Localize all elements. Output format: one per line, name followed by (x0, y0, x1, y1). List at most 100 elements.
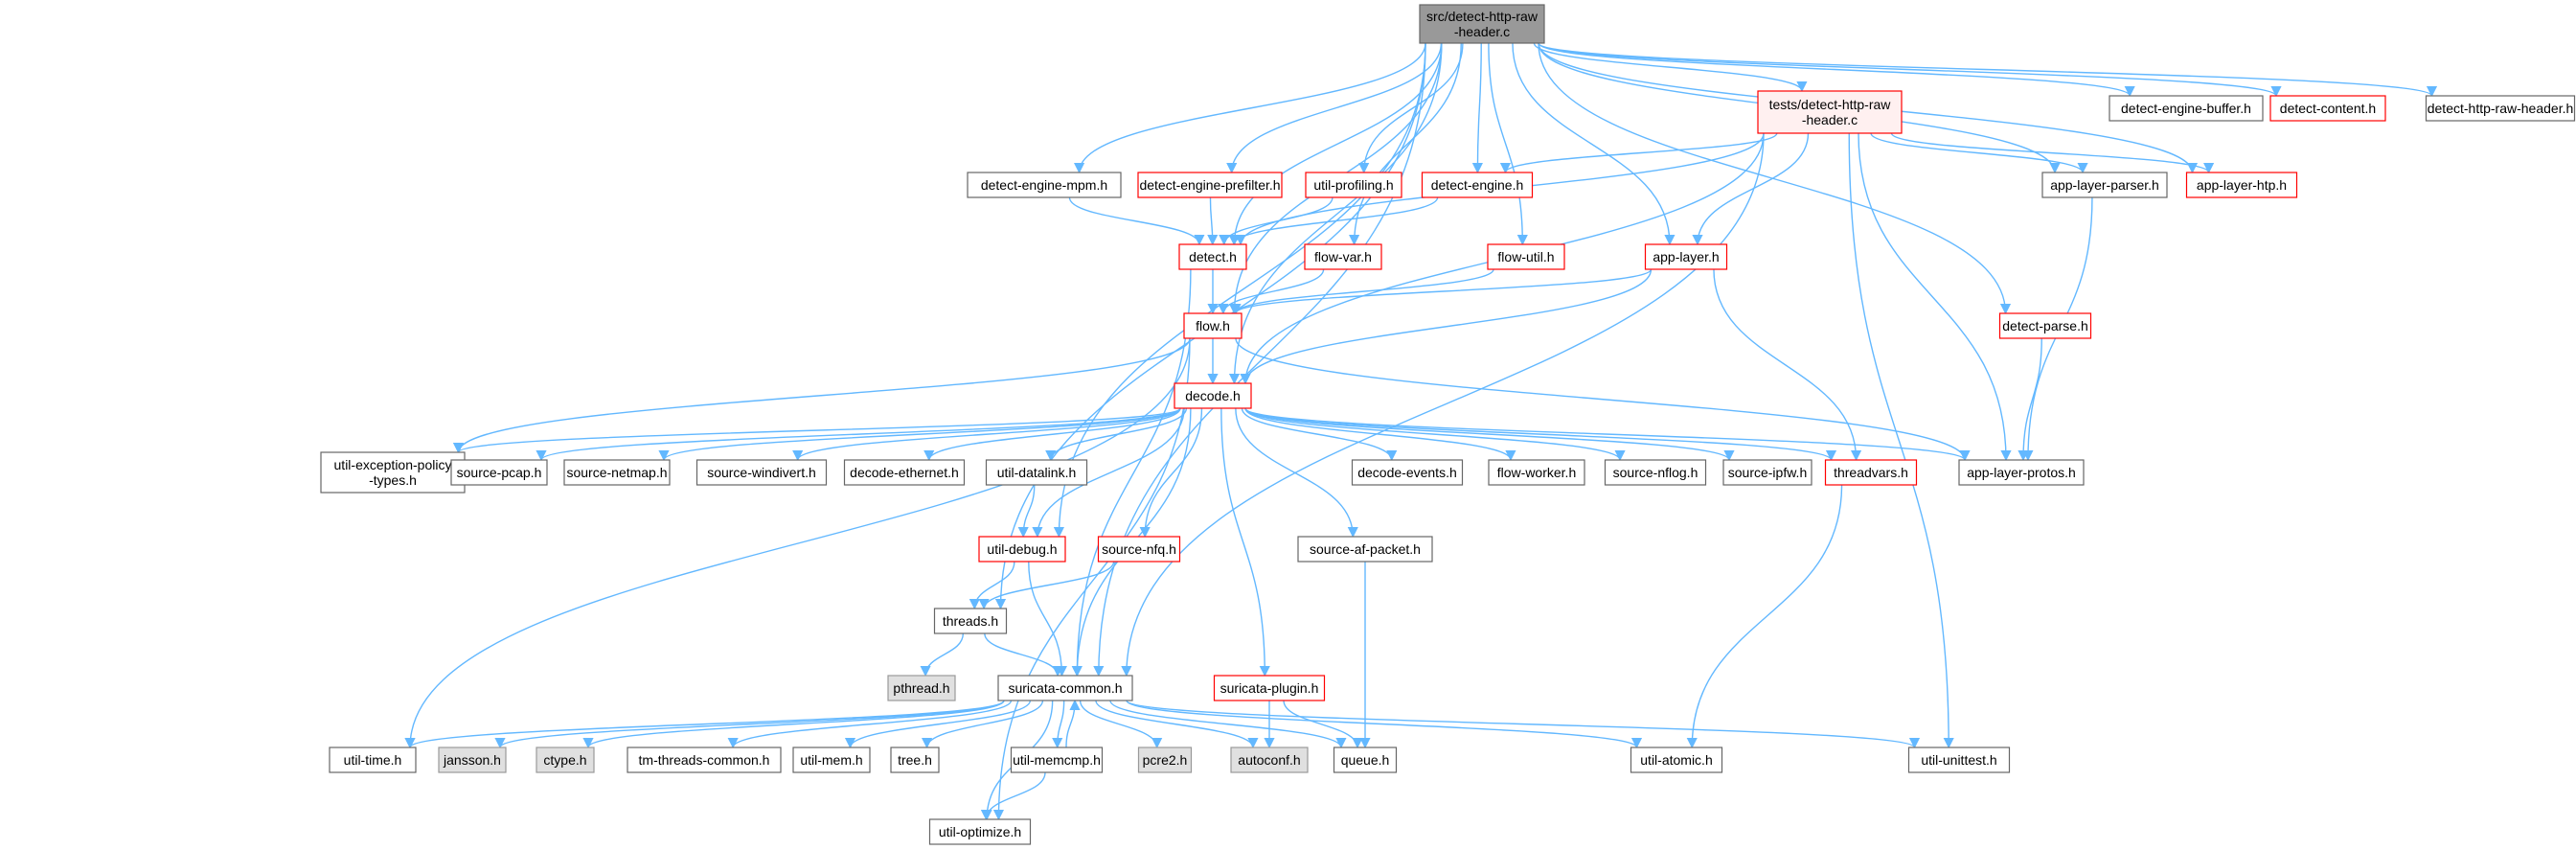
node-detect[interactable]: detect.h (1178, 243, 1247, 270)
node-box (887, 675, 956, 701)
edge-layer (404, 42, 2437, 821)
node-queue[interactable]: queue.h (1333, 747, 1398, 773)
node-tvars[interactable]: threadvars.h (1824, 459, 1918, 486)
node-ctype[interactable]: ctype.h (536, 747, 595, 773)
edge-udebug-to-threads (969, 561, 1015, 610)
node-umemcmp[interactable]: util-memcmp.h (1010, 747, 1104, 773)
node-box (1304, 243, 1382, 270)
node-fworker[interactable]: flow-worker.h (1488, 459, 1585, 486)
node-spcap[interactable]: source-pcap.h (450, 459, 548, 486)
node-label: detect-content.h (2280, 101, 2376, 116)
node-deng[interactable]: detect-engine.h (1421, 172, 1534, 198)
node-flowutil[interactable]: flow-util.h (1487, 243, 1565, 270)
node-box (627, 747, 782, 773)
node-safp[interactable]: source-af-packet.h (1297, 536, 1433, 563)
node-box (997, 675, 1133, 701)
node-deb[interactable]: detect-engine-buffer.h (2109, 95, 2264, 122)
node-box (1644, 243, 1728, 270)
node-dcont[interactable]: detect-content.h (2269, 95, 2386, 122)
node-label: util-time.h (344, 752, 402, 768)
node-jansson[interactable]: jansson.h (438, 747, 507, 773)
node-box (1010, 747, 1104, 773)
node-alprotos[interactable]: app-layer-protos.h (1958, 459, 2085, 486)
node-label: util-unittest.h (1921, 752, 1996, 768)
node-uopt[interactable]: util-optimize.h (928, 818, 1032, 845)
node-label: detect-engine.h (1431, 177, 1524, 193)
node-uunit[interactable]: util-unittest.h (1907, 747, 2011, 773)
edge-root-to-dem (1074, 42, 1426, 174)
edge-root-to-udebug (1053, 42, 1426, 539)
node-uatomic[interactable]: util-atomic.h (1630, 747, 1723, 773)
node-box (1630, 747, 1723, 773)
node-label: source-nflog.h (1613, 465, 1698, 480)
node-root[interactable]: src/detect-http-raw-header.c (1419, 4, 1545, 44)
edge-root-to-flowutil (1488, 42, 1528, 246)
node-splugin[interactable]: suricata-plugin.h (1213, 675, 1326, 701)
node-box (2109, 95, 2264, 122)
node-box (1488, 459, 1585, 486)
node-label: util-datalink.h (997, 465, 1077, 480)
node-dem[interactable]: detect-engine-mpm.h (967, 172, 1122, 198)
node-tmtc[interactable]: tm-threads-common.h (627, 747, 782, 773)
node-label: app-layer-protos.h (1967, 465, 2076, 480)
node-uprof[interactable]: util-profiling.h (1305, 172, 1402, 198)
node-label: source-netmap.h (566, 465, 667, 480)
node-box (695, 459, 828, 486)
node-devents[interactable]: decode-events.h (1351, 459, 1464, 486)
node-pthread[interactable]: pthread.h (887, 675, 956, 701)
node-label: -header.c (1454, 24, 1510, 39)
node-autoconf[interactable]: autoconf.h (1230, 747, 1309, 773)
node-box (1137, 172, 1283, 198)
node-decode[interactable]: decode.h (1174, 382, 1252, 409)
node-label: flow-util.h (1497, 249, 1554, 264)
node-box (1178, 243, 1247, 270)
node-flow[interactable]: flow.h (1183, 312, 1242, 339)
edge-applayer-to-tvars (1713, 268, 1862, 462)
node-umem[interactable]: util-mem.h (792, 747, 871, 773)
node-box (450, 459, 548, 486)
node-label: detect-engine-buffer.h (2121, 101, 2251, 116)
edge-root-to-dep (1226, 42, 1443, 174)
node-udebug[interactable]: util-debug.h (978, 536, 1066, 563)
node-label: detect-engine-mpm.h (981, 177, 1107, 193)
node-swind[interactable]: source-windivert.h (695, 459, 828, 486)
edge-decode-to-devents (1241, 407, 1398, 462)
node-label: util-mem.h (800, 752, 862, 768)
node-applayer[interactable]: app-layer.h (1644, 243, 1728, 270)
node-label: detect-engine-prefilter.h (1139, 177, 1280, 193)
node-tests[interactable]: tests/detect-http-raw-header.c (1757, 90, 1903, 134)
edge-scommon-to-tree (922, 700, 1044, 749)
edge-decode-to-safp (1235, 407, 1358, 539)
node-tree[interactable]: tree.h (890, 747, 940, 773)
edge-decode-to-splugin (1220, 407, 1270, 678)
node-snetmap[interactable]: source-netmap.h (563, 459, 671, 486)
node-alp[interactable]: app-layer-parser.h (2041, 172, 2168, 198)
edge-flow-to-alprotos (1235, 337, 1971, 462)
node-box (1757, 90, 1903, 134)
edge-scommon-to-uatomic (1126, 700, 1642, 749)
node-box (890, 747, 940, 773)
edge-tests-to-alhtp (1890, 132, 2215, 174)
edge-decode-to-snetmap (658, 407, 1181, 462)
node-snfq[interactable]: source-nfq.h (1097, 536, 1181, 563)
node-sipfw[interactable]: source-ipfw.h (1722, 459, 1812, 486)
node-flowvar[interactable]: flow-var.h (1304, 243, 1382, 270)
edge-umemcmp-to-scommon (1065, 699, 1081, 748)
node-scommon[interactable]: suricata-common.h (997, 675, 1133, 701)
node-udl[interactable]: util-datalink.h (985, 459, 1088, 486)
edge-deng-to-detect (1228, 196, 1439, 246)
node-dep[interactable]: detect-engine-prefilter.h (1137, 172, 1283, 198)
node-utime[interactable]: util-time.h (329, 747, 417, 773)
node-snflog[interactable]: source-nflog.h (1604, 459, 1707, 486)
node-threads[interactable]: threads.h (933, 608, 1008, 634)
node-dhrh[interactable]: detect-http-raw-header.h (2425, 95, 2576, 122)
node-uexc[interactable]: util-exception-policy-types.h (320, 451, 466, 494)
edge-scommon-to-tmtc (727, 700, 1013, 749)
edge-umemcmp-to-uopt (980, 771, 1046, 821)
node-dparse[interactable]: detect-parse.h (1998, 312, 2092, 339)
edge-root-to-deng (1471, 42, 1484, 174)
node-pcre2[interactable]: pcre2.h (1137, 747, 1193, 773)
node-alhtp[interactable]: app-layer-htp.h (2185, 172, 2298, 198)
node-deth[interactable]: decode-ethernet.h (843, 459, 966, 486)
